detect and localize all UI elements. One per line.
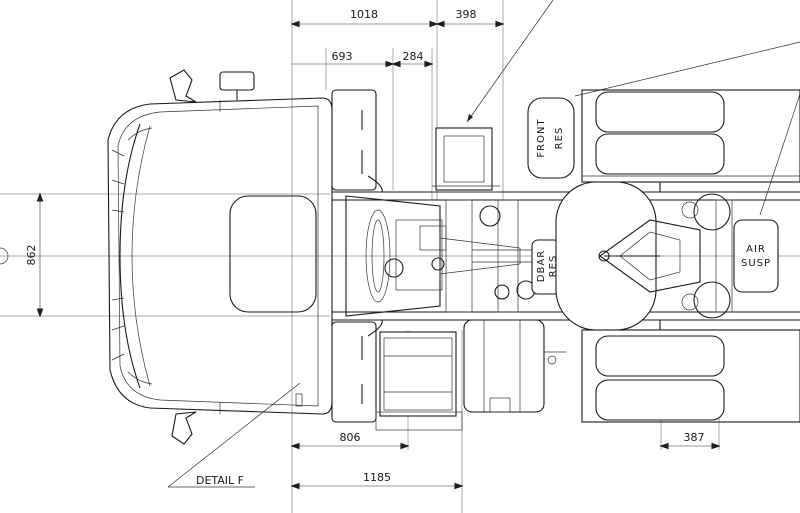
rear-tires [581, 89, 800, 423]
front-reservoir [527, 97, 575, 179]
dbar-res-label-1: DBAR [536, 250, 547, 282]
cab [107, 69, 333, 445]
detail-f-label: DETAIL F [196, 474, 244, 487]
dim-284: 284 [403, 50, 424, 63]
dim-806: 806 [340, 431, 361, 444]
component-labels: FRONT RES DBAR RES AIR SUSP DETAIL F [196, 118, 771, 487]
dim-693: 693 [332, 50, 353, 63]
top-box [432, 127, 500, 193]
dimension-labels: 1018 398 693 284 862 806 1185 387 [25, 8, 705, 484]
dbar-res-label-2: RES [548, 255, 559, 278]
dim-398: 398 [456, 8, 477, 21]
front-axle-components [331, 89, 383, 423]
dim-862: 862 [25, 245, 38, 266]
front-res-label-2: RES [554, 127, 565, 150]
dim-1018: 1018 [350, 8, 378, 21]
air-suspension-tank [733, 219, 779, 293]
air-susp-label-1: AIR [746, 244, 766, 255]
fuel-tank [463, 319, 566, 413]
dim-1185: 1185 [363, 471, 391, 484]
bottom-box [375, 331, 463, 431]
dim-387: 387 [684, 431, 705, 444]
air-susp-label-2: SUSP [741, 258, 771, 269]
front-res-label-1: FRONT [536, 118, 547, 157]
